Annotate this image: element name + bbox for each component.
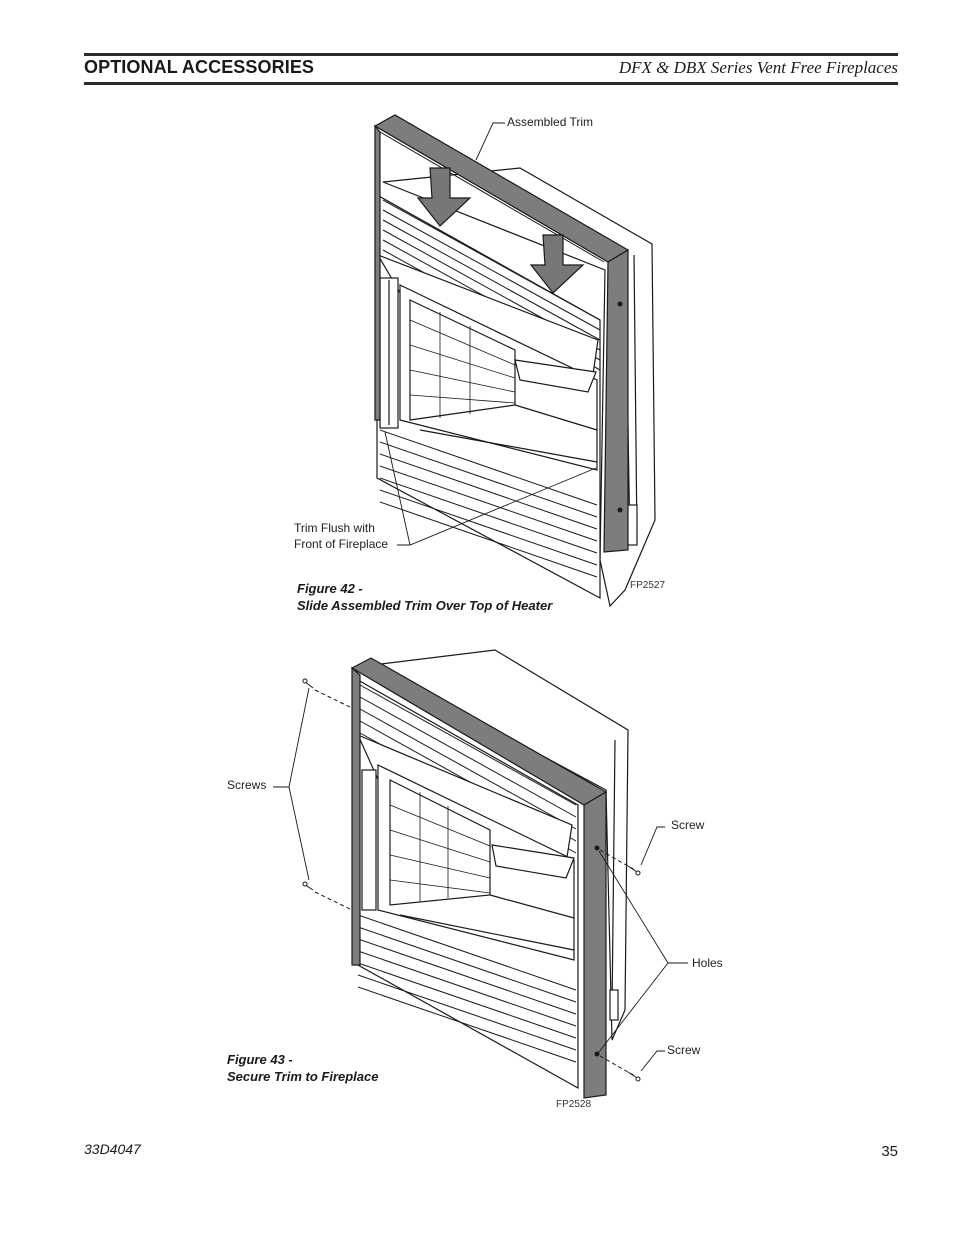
- header-top-rule: [84, 53, 898, 56]
- label-screw-bottom: Screw: [667, 1043, 701, 1057]
- label-trim-flush-line1: Trim Flush with: [294, 521, 375, 535]
- label-holes: Holes: [692, 956, 723, 970]
- label-trim-flush-line2: Front of Fireplace: [294, 537, 389, 551]
- figure-43-caption-title: Secure Trim to Fireplace: [227, 1069, 379, 1084]
- figure-42-code: FP2527: [630, 580, 666, 591]
- figure-42-caption-number: Figure 42 -: [297, 581, 363, 596]
- figure-42-caption-title: Slide Assembled Trim Over Top of Heater: [297, 598, 553, 613]
- figure-42-illustration: [373, 114, 656, 608]
- figure-43-code: FP2528: [556, 1099, 592, 1110]
- label-screw-top: Screw: [671, 818, 705, 832]
- figure-43-caption-number: Figure 43 -: [227, 1052, 293, 1067]
- series-title: DFX & DBX Series Vent Free Fireplaces: [618, 58, 898, 77]
- label-assembled-trim: Assembled Trim: [507, 115, 594, 129]
- section-title: OPTIONAL ACCESSORIES: [84, 57, 315, 77]
- label-screws: Screws: [227, 778, 267, 792]
- document-number: 33D4047: [84, 1141, 141, 1157]
- page-number: 35: [881, 1143, 898, 1160]
- header-bottom-rule: [84, 82, 898, 85]
